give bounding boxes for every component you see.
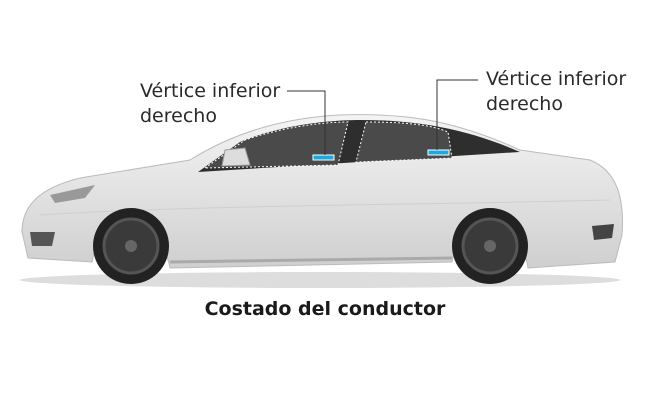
rear-light bbox=[592, 224, 614, 240]
rocker-panel bbox=[169, 256, 453, 264]
label-left-line2: derecho bbox=[140, 105, 217, 127]
front-grille bbox=[30, 232, 55, 246]
leader-line-right bbox=[436, 79, 478, 150]
body-crease bbox=[39, 199, 611, 216]
label-right-line2: derecho bbox=[486, 93, 563, 115]
front-wheel bbox=[93, 208, 169, 284]
rear-wheel bbox=[452, 208, 528, 284]
label-left-line1: Vértice inferior bbox=[140, 80, 281, 102]
leader-line-left bbox=[287, 90, 326, 155]
marker-left bbox=[312, 154, 335, 161]
label-left: Vértice inferior derecho bbox=[140, 79, 280, 129]
label-right-line1: Vértice inferior bbox=[486, 68, 627, 90]
headlight bbox=[50, 185, 95, 203]
caption: Costado del conductor bbox=[204, 298, 446, 320]
side-mirror bbox=[221, 147, 251, 167]
label-right: Vértice inferior derecho bbox=[486, 67, 626, 117]
marker-right bbox=[427, 149, 450, 156]
